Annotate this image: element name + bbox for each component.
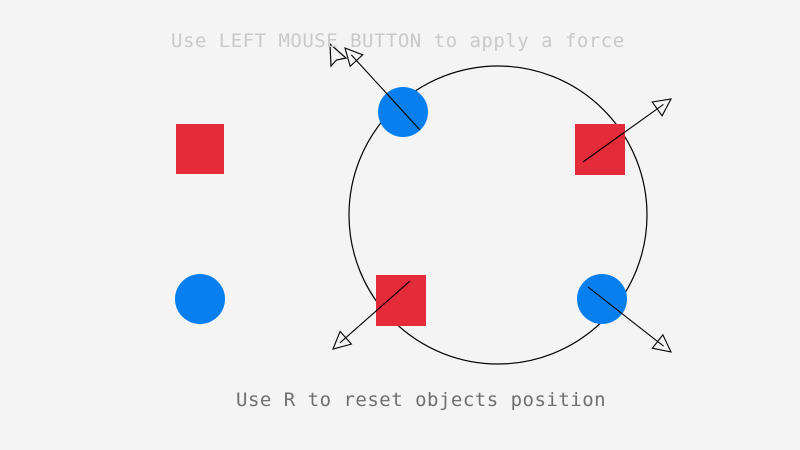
force-shaft [587, 286, 664, 347]
bodies-layer [175, 87, 627, 326]
force-shaft [582, 103, 664, 163]
force-shaft [350, 54, 421, 131]
mouse-cursor-icon [329, 42, 348, 68]
force-arrowhead [651, 98, 672, 117]
force-arrowhead [332, 330, 353, 350]
body-square-left[interactable] [176, 124, 224, 174]
body-circle-left[interactable] [175, 274, 225, 324]
mouse-pointer-icon [329, 42, 348, 68]
force-square-bottom [332, 280, 411, 350]
body-circle-right[interactable] [577, 274, 627, 324]
boundary-circle [348, 65, 648, 365]
hint-reset-objects: Use R to reset objects position [236, 389, 607, 411]
hint-apply-force: Use LEFT MOUSE BUTTON to apply a force [171, 30, 625, 52]
force-circle-top [344, 47, 421, 131]
force-shaft [339, 280, 411, 344]
force-arrowhead [651, 333, 672, 353]
force-circle-right [587, 286, 672, 353]
force-square-right [582, 98, 672, 163]
body-square-bottom[interactable] [376, 275, 426, 326]
force-vectors-layer [332, 47, 672, 353]
force-arrowhead [344, 47, 364, 68]
